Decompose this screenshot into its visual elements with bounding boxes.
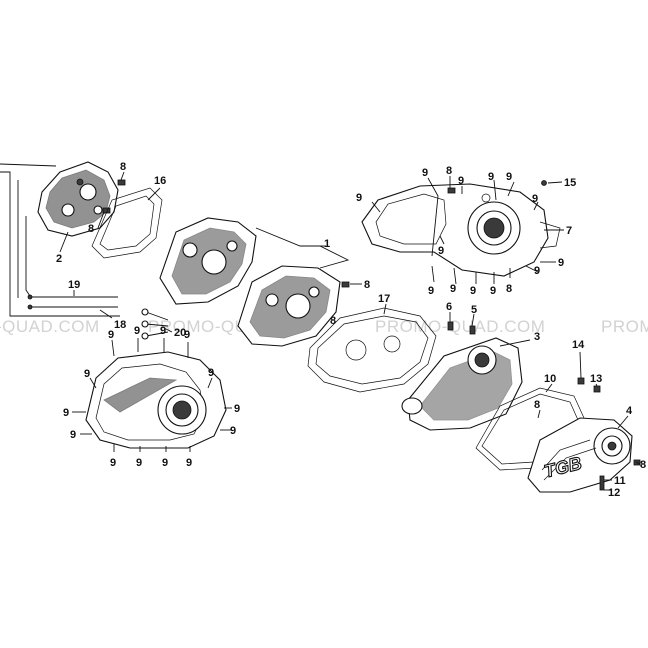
callout-8: 8 [640, 459, 646, 471]
part-pins [447, 321, 476, 335]
callout-6: 6 [446, 301, 452, 313]
callout-9: 9 [422, 167, 428, 179]
callout-9: 9 [450, 283, 456, 295]
callout-8: 8 [88, 223, 94, 235]
callout-18: 18 [114, 319, 126, 331]
callout-9: 9 [84, 368, 90, 380]
callout-8: 8 [120, 161, 126, 173]
callout-9: 9 [490, 285, 496, 297]
callout-9: 9 [160, 325, 166, 337]
callout-9: 9 [63, 407, 69, 419]
part-right-cover [361, 183, 561, 277]
part-gasket-16 [91, 187, 163, 259]
callout-3: 3 [534, 331, 540, 343]
callout-9: 9 [208, 367, 214, 379]
part-left-cover [85, 351, 227, 449]
watermark-text: PROMO-QUAD.COM [375, 317, 545, 336]
bolt-icon [341, 281, 350, 288]
callout-2: 2 [56, 253, 62, 265]
callout-9: 9 [134, 325, 140, 337]
callout-14: 14 [572, 339, 585, 351]
callout-7: 7 [566, 225, 572, 237]
callout-16: 16 [154, 175, 166, 187]
callout-9: 9 [356, 192, 362, 204]
callout-9: 9 [108, 329, 114, 341]
bolt-icon [447, 180, 547, 203]
callout-9: 9 [234, 403, 240, 415]
callout-12: 12 [608, 487, 620, 499]
callout-1: 1 [324, 238, 330, 250]
callout-8: 8 [364, 279, 370, 291]
callout-9: 9 [488, 171, 494, 183]
callout-15: 15 [564, 177, 576, 189]
callout-9: 9 [136, 457, 142, 469]
part-gasket-17 [307, 307, 437, 393]
callout-9: 9 [558, 257, 564, 269]
part-rods [27, 294, 118, 310]
callout-8: 8 [330, 315, 336, 327]
callout-9: 9 [186, 457, 192, 469]
callout-4: 4 [626, 405, 633, 417]
callout-10: 10 [544, 373, 556, 385]
part-inner-cover [401, 337, 523, 431]
callout-9: 9 [532, 193, 538, 205]
callout-5: 5 [471, 304, 477, 316]
callout-labels: 1 2 3 4 5 6 7 8 8 8 8 8 8 8 8 9 9 9 9 9 … [56, 161, 646, 499]
callout-9: 9 [428, 285, 434, 297]
part-outer-cover: TGB [527, 417, 633, 493]
callout-9: 9 [230, 425, 236, 437]
callout-9: 9 [470, 285, 476, 297]
callout-19: 19 [68, 279, 80, 291]
callout-9: 9 [506, 171, 512, 183]
callout-8: 8 [446, 165, 452, 177]
callout-20: 20 [174, 327, 186, 339]
part-crankcase [159, 217, 341, 347]
callout-13: 13 [590, 373, 602, 385]
callout-11: 11 [614, 475, 626, 487]
watermark-text: -QUAD.COM [0, 317, 100, 336]
part-gearbox-cover [37, 161, 119, 237]
callout-9: 9 [70, 429, 76, 441]
leader-lines [0, 163, 641, 491]
watermark-text: PROMO [601, 317, 648, 336]
callout-9: 9 [184, 329, 190, 341]
part-screws-20 [141, 308, 169, 340]
callout-8: 8 [506, 283, 512, 295]
callout-9: 9 [534, 265, 540, 277]
callout-9: 9 [438, 245, 444, 257]
callout-9: 9 [110, 457, 116, 469]
callout-9: 9 [458, 175, 464, 187]
callout-9: 9 [162, 457, 168, 469]
callout-17: 17 [378, 293, 390, 305]
callout-8: 8 [534, 399, 540, 411]
